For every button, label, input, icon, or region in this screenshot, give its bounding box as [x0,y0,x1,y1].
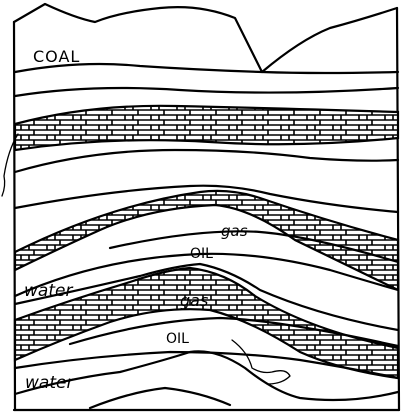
upper-limestone-layer [15,106,398,150]
oil-label-upper: OIL [190,246,213,262]
stratum-line-2 [15,150,398,172]
oil-label-lower: OIL [166,331,189,347]
bottom-stratum-2 [90,388,230,408]
gas-label-lower: gas [180,291,208,310]
stratum-line-1 [15,88,398,96]
coal-label: COAL [33,47,80,66]
water-label-upper: water [24,281,73,301]
water-label-lower: water [25,373,74,393]
lower-anticline-cap-rock [15,268,398,378]
gas-label-upper: gas [221,222,248,240]
fault-crack [232,340,290,384]
